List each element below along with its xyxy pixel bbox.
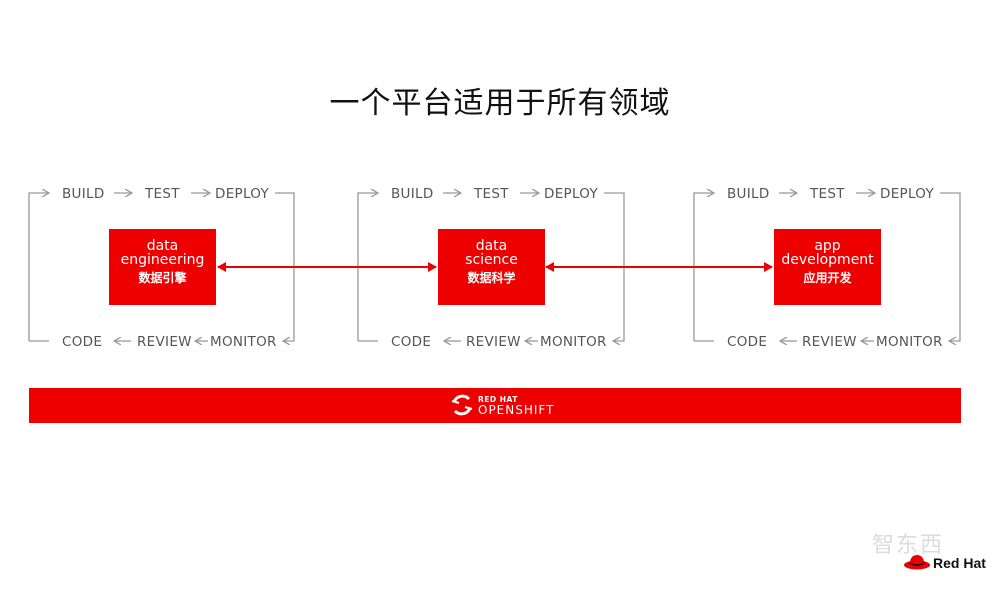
openshift-banner: [29, 388, 961, 423]
redhat-wordmark: Red Hat: [933, 555, 986, 571]
box-title-line1: data: [475, 238, 508, 254]
openshift-icon: [451, 394, 473, 416]
stage-build: BUILD: [727, 186, 770, 202]
stage-monitor: MONITOR: [876, 334, 943, 350]
redhat-fedora-icon: [904, 555, 930, 570]
stage-deploy: DEPLOY: [215, 186, 270, 202]
product-label: OPENSHIFT: [478, 403, 555, 417]
stage-deploy: DEPLOY: [880, 186, 935, 202]
loop-3-lines: [693, 193, 961, 341]
stage-review: REVIEW: [466, 334, 521, 350]
box-title-line1: app: [814, 238, 841, 254]
slide-title: 一个平台适用于所有领域: [329, 86, 671, 121]
stage-review: REVIEW: [802, 334, 857, 350]
box-chinese-label: 数据科学: [467, 271, 516, 285]
box-data-science: data science 数据科学: [438, 229, 545, 305]
brand-label: RED HAT: [478, 395, 518, 404]
stage-deploy: DEPLOY: [544, 186, 599, 202]
stage-review: REVIEW: [137, 334, 192, 350]
stage-test: TEST: [810, 186, 845, 202]
box-title-line1: data: [146, 238, 179, 254]
box-chinese-label: 应用开发: [803, 271, 852, 285]
box-title-line2: development: [781, 252, 874, 268]
box-title-line2: engineering: [120, 252, 205, 268]
stage-monitor: MONITOR: [540, 334, 607, 350]
stage-test: TEST: [145, 186, 180, 202]
stage-code: CODE: [391, 334, 432, 350]
box-app-development: app development 应用开发: [774, 229, 881, 305]
box-chinese-label: 数据引擎: [138, 271, 187, 285]
stage-code: CODE: [727, 334, 768, 350]
box-title-line2: science: [465, 252, 518, 268]
stage-build: BUILD: [62, 186, 105, 202]
stage-monitor: MONITOR: [210, 334, 277, 350]
watermark: 智东西: [872, 533, 945, 558]
stage-test: TEST: [474, 186, 509, 202]
stage-build: BUILD: [391, 186, 434, 202]
stage-code: CODE: [62, 334, 103, 350]
box-data-engineering: data engineering 数据引擎: [109, 229, 216, 305]
